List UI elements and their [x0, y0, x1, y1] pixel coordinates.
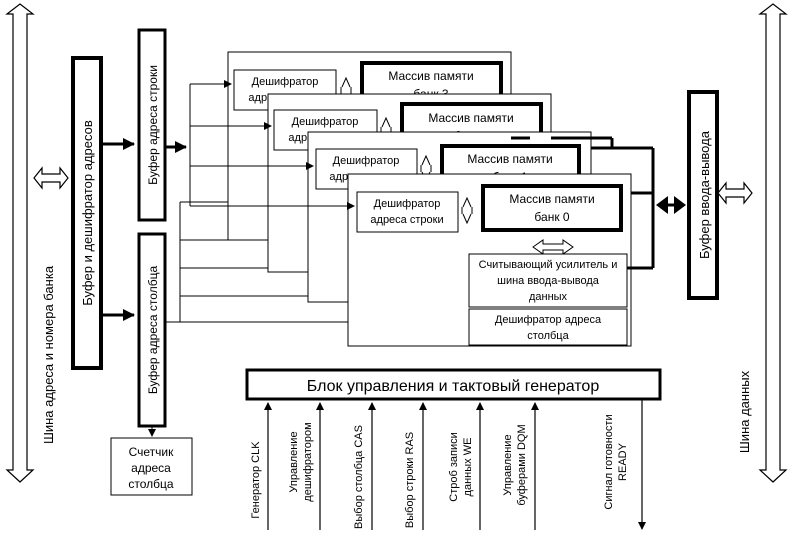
bank0-array-line2: банк 0	[534, 210, 569, 224]
sense-amp-line3: данных	[529, 291, 568, 303]
column-counter-line3: столбца	[128, 477, 174, 491]
column-decoder	[468, 308, 628, 346]
data-lines	[511, 136, 686, 270]
column-counter-line2: адреса	[131, 461, 171, 475]
column-address-buffer	[137, 232, 167, 428]
col-decoder-line1: Дешифратор адреса	[495, 314, 602, 326]
signal-cas-label: Выбор столбца CAS	[353, 425, 365, 529]
column-counter	[110, 437, 193, 496]
address-buffer-decoder	[71, 56, 103, 370]
bank3-decoder-line1: Дешифратор	[252, 76, 319, 88]
bank1-decoder-line1: Дешифратор	[333, 155, 400, 167]
bank2-decoder-line1: Дешифратор	[292, 116, 359, 128]
sense-amplifier	[468, 253, 628, 308]
signal-ready-label-2: READY	[617, 442, 629, 481]
signal-we-label-2: данных WE	[462, 438, 474, 497]
control-block	[245, 368, 662, 401]
row-buffer-label: Буфер адреса строки	[146, 65, 160, 185]
address-bus-label: Шина адреса и номера банка	[41, 265, 56, 444]
signal-decoder-label-2: дешифратором	[302, 422, 314, 501]
address-buffer-label: Буфер и дешифратор адресов	[80, 120, 95, 306]
signal-arrows	[264, 399, 646, 530]
signal-decoder-label-1: Управление	[288, 431, 300, 492]
column-buffer-label: Буфер адреса столбца	[146, 266, 160, 395]
address-bus-arrow	[5, 3, 35, 483]
control-block-label: Блок управления и тактовый генератор	[307, 378, 600, 395]
data-bus-label: Шина данных	[737, 370, 752, 453]
signal-dqm-label-1: Управление	[502, 434, 514, 495]
bank1-array-line1: Массив памяти	[467, 152, 552, 166]
column-counter-line1: Счетчик	[129, 445, 175, 459]
signal-we-label-1: Строб записи	[448, 432, 460, 501]
col-decoder-line2: столбца	[527, 330, 569, 342]
io-buffer-label: Буфер ввода-вывода	[697, 130, 712, 259]
bank2-array-line1: Массив памяти	[428, 111, 513, 125]
row-address-buffer	[137, 28, 167, 222]
bank0-decoder-line1: Дешифратор	[374, 198, 441, 210]
signal-clk-label: Генератор CLK	[250, 441, 262, 519]
sense-amp-line1: Считывающий усилитель и	[479, 259, 618, 271]
io-to-bus-arrow	[717, 181, 753, 205]
bank-0: Дешифратор адреса строки Массив памяти б…	[190, 173, 632, 347]
bank3-array-line1: Массив памяти	[388, 69, 473, 83]
bus-to-buffer-arrow	[33, 166, 69, 190]
signal-dqm-label-2: буферами DQM	[516, 424, 528, 505]
sense-amp-line2: шина ввода-вывода	[497, 275, 600, 287]
signal-ras-label: Выбор строки RAS	[404, 432, 416, 528]
signal-ready-label-1: Сигнал готовности	[603, 414, 615, 509]
bank0-array-line1: Массив памяти	[509, 192, 594, 206]
io-buffer	[687, 90, 719, 300]
data-bus-arrow	[758, 3, 788, 483]
bank0-decoder-line2: адреса строки	[370, 214, 443, 226]
